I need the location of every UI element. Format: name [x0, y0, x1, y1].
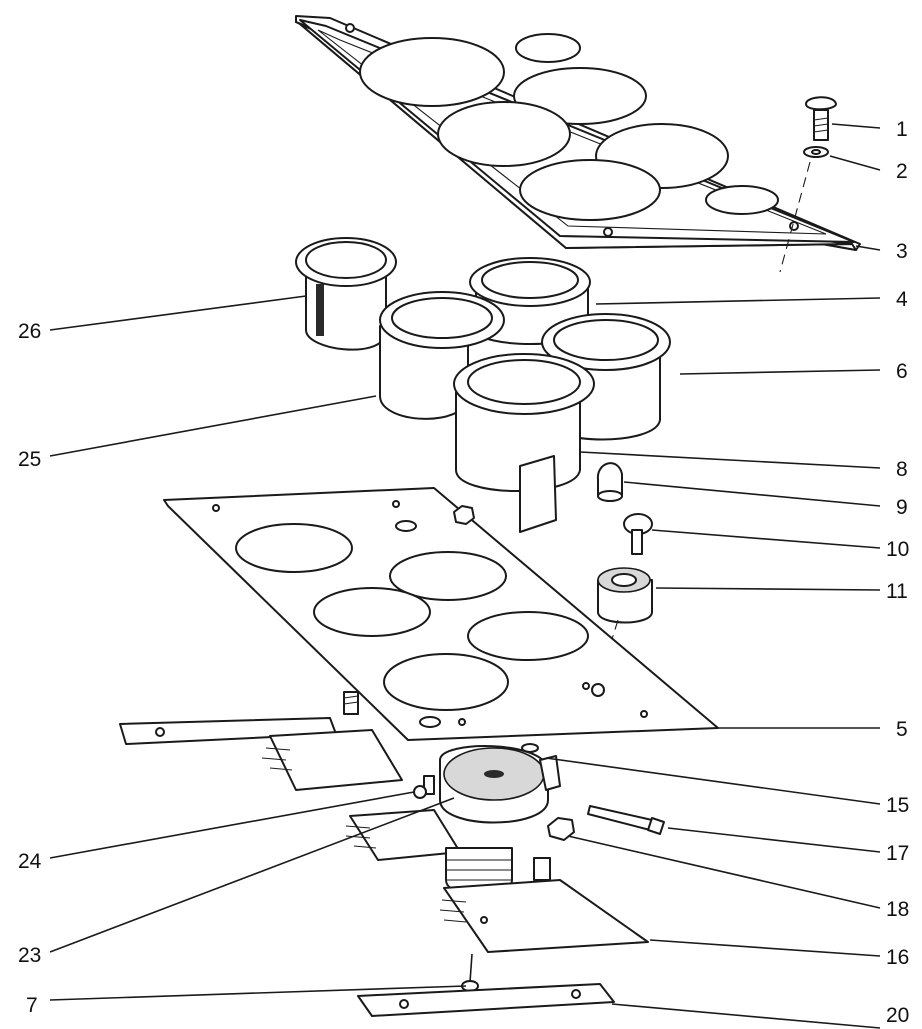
gauge-23-lower	[439, 745, 549, 824]
screw-24	[413, 716, 441, 799]
middle-bracket	[345, 809, 461, 861]
callout-8: 8	[896, 458, 908, 481]
callout-7: 7	[26, 994, 38, 1017]
bottom-strip-20	[357, 983, 615, 1017]
callout-4: 4	[896, 288, 908, 311]
sender-unit	[445, 847, 551, 896]
callout-labels: 1 2 3 4 6 8 9 10 11 5 15 17 18 16 20 26 …	[18, 118, 909, 1027]
gauge-25	[379, 291, 505, 420]
bulb	[596, 462, 623, 502]
callout-16: 16	[886, 946, 909, 969]
callout-15: 15	[886, 794, 909, 817]
callout-9: 9	[896, 496, 908, 519]
washer	[803, 146, 829, 158]
callout-1: 1	[896, 118, 908, 141]
callout-23: 23	[18, 944, 41, 967]
lower-mounting-plate	[163, 487, 719, 741]
gauge-26	[295, 237, 397, 351]
callout-2: 2	[896, 160, 908, 183]
callout-25: 25	[18, 448, 41, 471]
callout-24: 24	[18, 850, 42, 873]
callout-26: 26	[18, 320, 41, 343]
knob	[623, 513, 653, 555]
socket	[597, 567, 653, 624]
upper-bezel-plate	[295, 15, 861, 251]
gauge-8	[453, 353, 595, 533]
callout-5: 5	[896, 718, 908, 741]
callout-11: 11	[886, 580, 908, 603]
callout-6: 6	[896, 360, 908, 383]
nut-on-plate	[453, 505, 475, 525]
callout-17: 17	[886, 842, 909, 865]
callout-10: 10	[886, 538, 909, 561]
callout-18: 18	[886, 898, 909, 921]
callout-20: 20	[886, 1004, 909, 1027]
leader-lines	[49, 123, 881, 1029]
bottom-bracket-16	[439, 879, 649, 953]
screw	[805, 96, 837, 141]
bolt-17	[587, 805, 665, 835]
left-terminal-plate	[261, 729, 403, 791]
callout-3: 3	[896, 240, 908, 263]
clip-15	[521, 743, 561, 791]
nut-18	[547, 817, 575, 841]
stud-upper	[343, 691, 359, 715]
